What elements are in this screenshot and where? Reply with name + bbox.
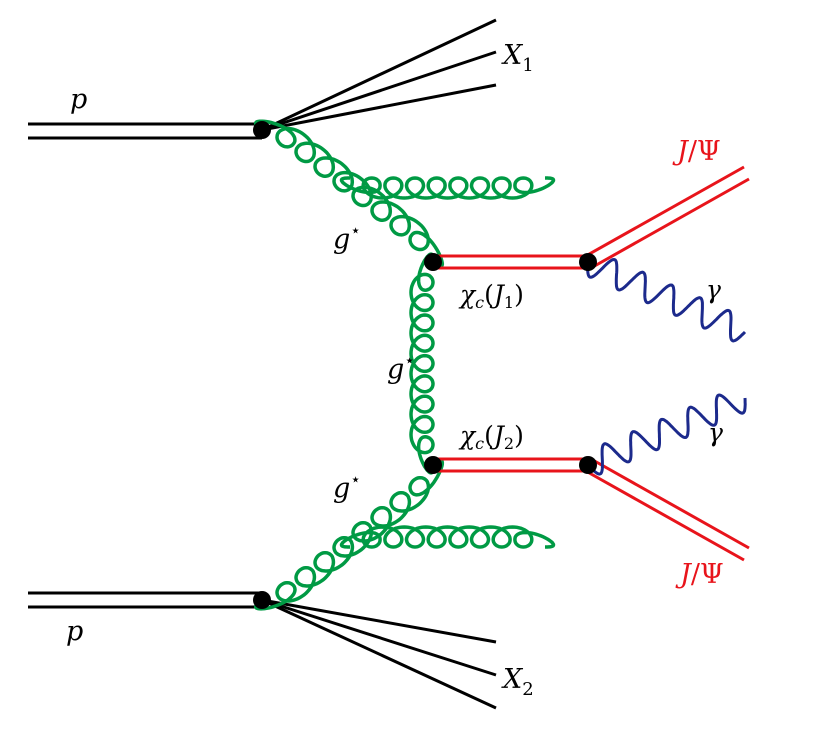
gluon-top-to-chi-upper [253, 119, 445, 269]
label-jpsi-upper: J/Ψ [672, 136, 721, 167]
chi-c-line-lower [433, 457, 588, 473]
vertex-proton-bottom [253, 591, 271, 609]
label-proton-bottom: p [66, 616, 83, 647]
label-x2: X2 [501, 664, 534, 700]
vertices [253, 121, 597, 609]
vertex-chi-lower-production [424, 456, 442, 474]
label-x1: X1 [501, 40, 534, 76]
vertex-chi-upper-decay [579, 253, 597, 271]
photon-lines [586, 257, 747, 476]
chi-c-line-upper [433, 254, 588, 270]
vertex-chi-upper-production [424, 253, 442, 271]
remnant-lines-x1 [261, 18, 497, 132]
jpsi-line-upper [583, 165, 750, 270]
jpsi-line-lower [583, 457, 750, 562]
photon-upper [586, 257, 747, 343]
label-chi-c-j2: χc(J2) [458, 421, 524, 453]
vertex-proton-top [253, 121, 271, 139]
label-chi-c-j1: χc(J1) [458, 280, 524, 312]
label-gstar-upper: g⋆ [333, 221, 361, 255]
label-gstar-middle: g⋆ [387, 351, 415, 385]
gluon-t-channel [409, 252, 435, 475]
vertex-chi-lower-decay [579, 456, 597, 474]
label-gamma-lower: γ [708, 418, 723, 447]
proton-line-top [28, 122, 262, 140]
gluon-bottom-to-chi-lower [253, 458, 445, 611]
label-jpsi-lower: J/Ψ [675, 559, 724, 590]
proton-line-bottom [28, 591, 262, 609]
label-gamma-upper: γ [706, 275, 721, 304]
label-gstar-lower: g⋆ [333, 470, 361, 504]
gluon-top-radiated [339, 176, 556, 200]
gluon-bottom-radiated [339, 525, 556, 549]
remnant-lines-x2 [261, 598, 497, 710]
label-proton-top: p [70, 84, 87, 115]
photon-lower [586, 393, 747, 476]
gluon-lines [253, 119, 556, 611]
